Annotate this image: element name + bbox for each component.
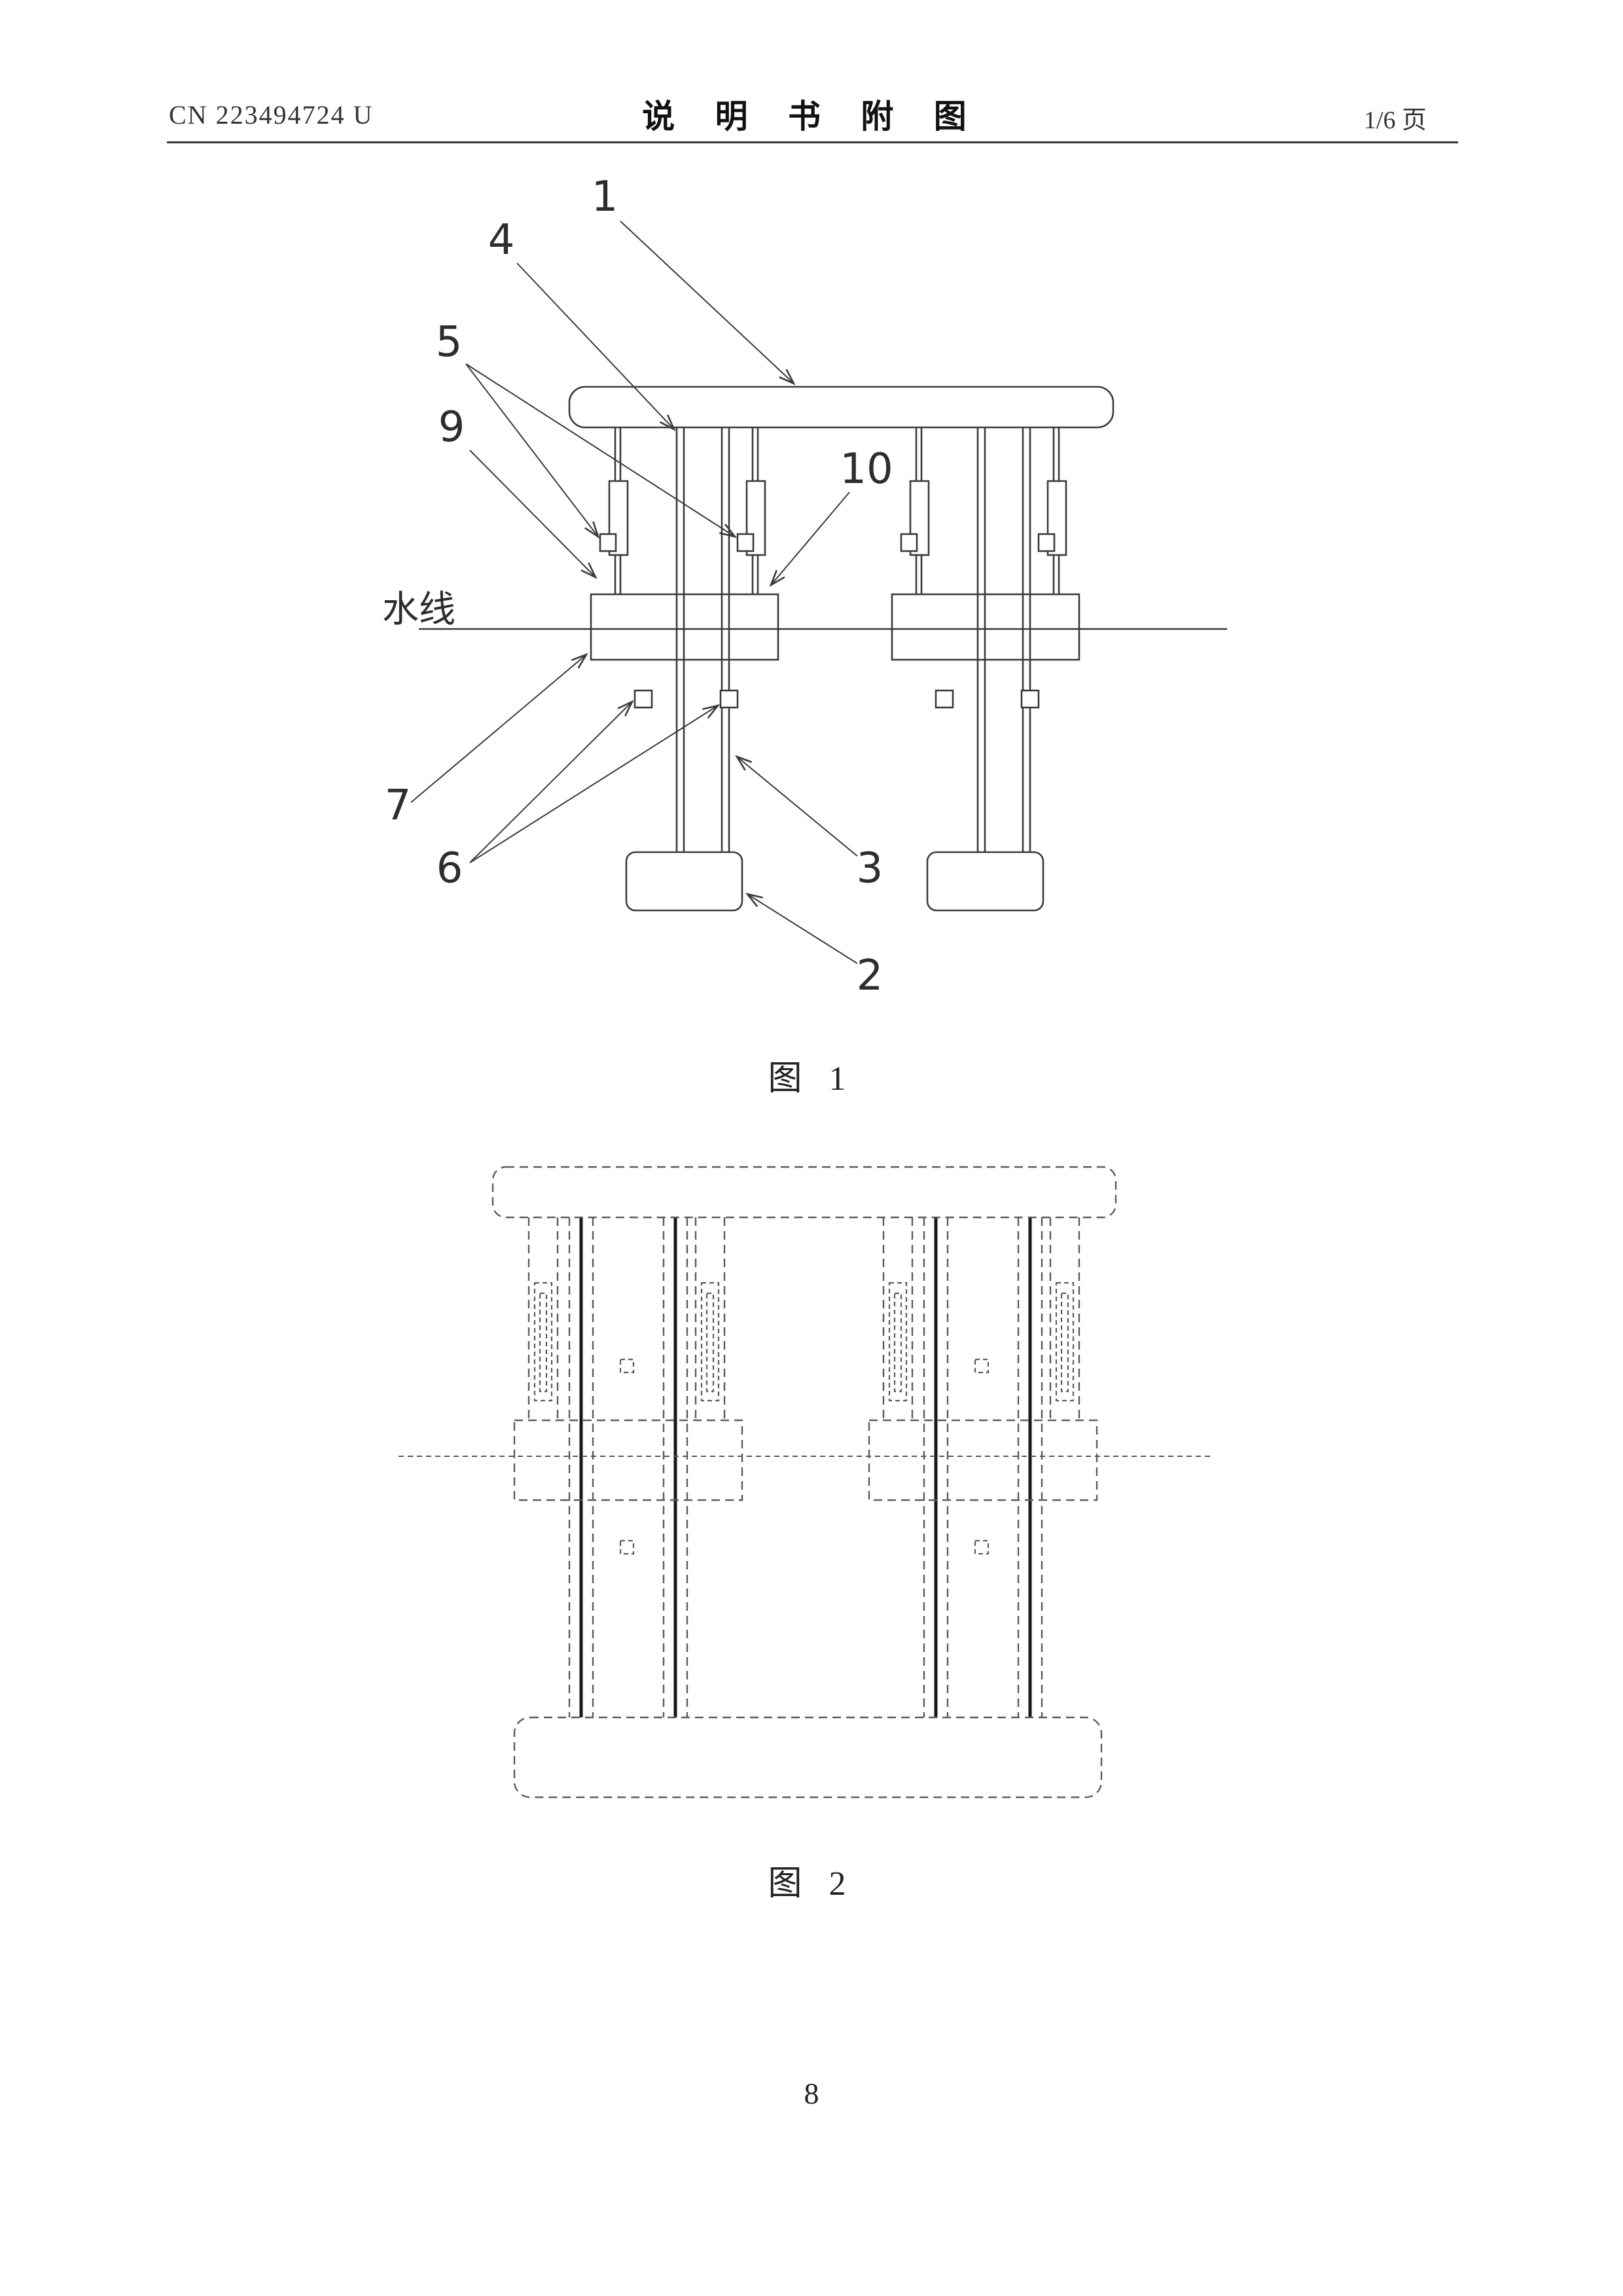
lug-block <box>935 689 954 709</box>
pile-leg <box>1049 1217 1080 1420</box>
figure-1-drawing: 水线 1 4 5 9 10 7 6 3 2 <box>382 173 1227 1000</box>
center-column <box>675 427 730 852</box>
ref-label-9: 9 <box>438 403 465 452</box>
leader-lines <box>410 221 858 964</box>
document-title: 说 明 书 附 图 <box>642 98 981 135</box>
tendon-lines <box>579 1217 677 1717</box>
center-column <box>568 1217 688 1717</box>
center-column <box>923 1217 1043 1717</box>
lug-block <box>633 689 653 709</box>
pile-leg <box>599 427 629 594</box>
clamp-block <box>900 533 918 552</box>
left-pile-assembly <box>513 1217 743 1717</box>
buoyancy-module <box>513 1419 743 1501</box>
page-number: 8 <box>804 2077 819 2110</box>
clamp-block <box>599 533 617 552</box>
clamp-block <box>1037 533 1056 552</box>
ref-label-1: 1 <box>592 173 618 221</box>
top-deck <box>491 1166 1117 1219</box>
right-pile-assembly <box>868 1217 1098 1717</box>
figure-2-drawing <box>399 1166 1210 1799</box>
lug-block <box>719 689 739 709</box>
base-mat <box>513 1716 1103 1799</box>
waterline-label: 水线 <box>382 588 455 631</box>
jack-body <box>909 480 930 556</box>
patent-number: CN 223494724 U <box>169 100 374 130</box>
figure-2-caption: 图 2 <box>768 1865 855 1903</box>
pile-leg <box>1037 427 1067 594</box>
pile-leg <box>527 1217 559 1420</box>
lug-block <box>974 1539 990 1555</box>
lug-block <box>619 1358 635 1374</box>
ref-label-6: 6 <box>437 844 463 893</box>
ref-label-4: 4 <box>488 216 515 264</box>
ref-label-10: 10 <box>840 445 893 493</box>
figure-1-caption: 图 1 <box>768 1060 855 1098</box>
top-deck <box>568 386 1115 429</box>
right-pile-assembly <box>891 427 1080 912</box>
ref-label-2: 2 <box>857 952 883 1000</box>
lug-block <box>1020 689 1040 709</box>
reference-labels: 1 4 5 9 10 7 6 3 2 <box>385 173 893 1000</box>
buoyancy-module <box>868 1419 1098 1501</box>
tendon-lines <box>934 1217 1032 1717</box>
pile-leg <box>736 427 766 594</box>
ref-label-7: 7 <box>385 781 412 830</box>
left-pile-assembly <box>590 427 779 912</box>
pile-leg <box>900 427 930 594</box>
pile-leg <box>694 1217 726 1420</box>
lug-block <box>619 1539 635 1555</box>
header-rule <box>167 141 1458 143</box>
ref-label-5: 5 <box>436 318 463 367</box>
lug-block <box>974 1358 990 1374</box>
footing <box>625 851 743 912</box>
center-column <box>976 427 1031 852</box>
page-indicator: 1/6 页 <box>1363 107 1427 134</box>
footing <box>926 851 1044 912</box>
clamp-block <box>736 533 755 552</box>
ref-label-3: 3 <box>857 844 883 893</box>
pile-leg <box>882 1217 914 1420</box>
